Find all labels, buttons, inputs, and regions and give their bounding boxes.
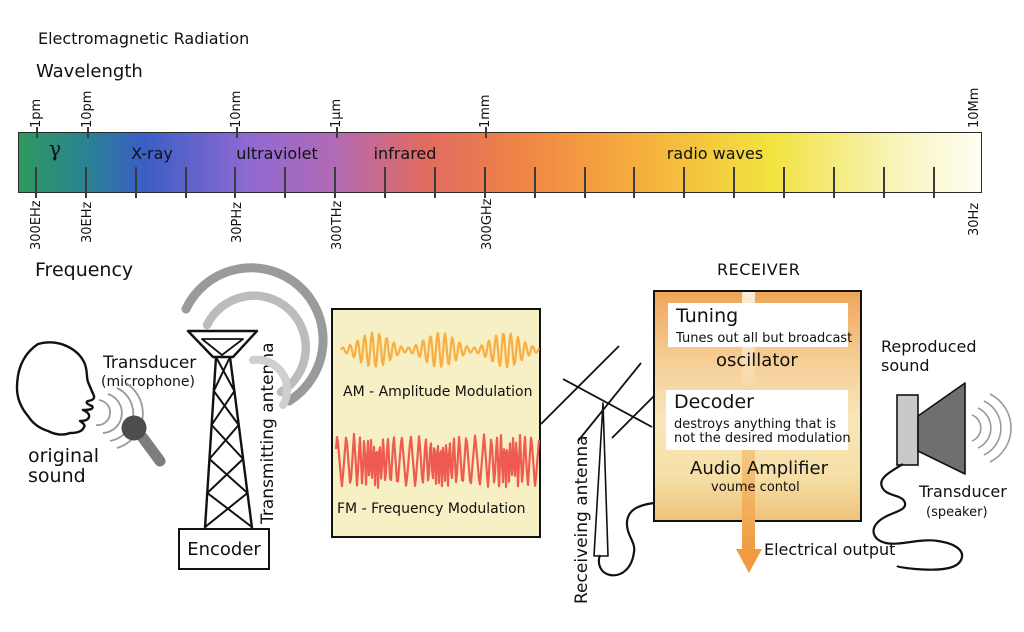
spectrum-tick <box>185 167 187 198</box>
antenna-cable <box>597 501 655 577</box>
original-sound-label: original sound <box>28 445 100 487</box>
transmit-wave-arc-middle <box>202 291 311 397</box>
spectrum-band-label: ultraviolet <box>236 144 318 163</box>
spectrum-tick <box>135 167 137 198</box>
speaker-cone <box>917 382 966 475</box>
speaker-arc-1 <box>971 414 982 442</box>
spectrum-tick <box>534 167 536 198</box>
microphone-head <box>121 415 147 441</box>
speaker-transducer-label: Transducer <box>919 482 1007 501</box>
frequency-tick-label: 30Hz <box>967 202 982 236</box>
encoder-box: Encoder <box>178 528 270 570</box>
wavelength-tick <box>485 127 487 138</box>
decoder-panel <box>666 390 848 450</box>
tower-lattice <box>204 356 253 528</box>
mic-transducer-label: Transducer <box>103 353 197 373</box>
signal-flow-arrow-head <box>736 549 762 573</box>
voice-arc-4 <box>116 382 144 449</box>
volume-control-label: voume contol <box>711 480 800 495</box>
tower-top-inner <box>201 338 244 356</box>
receiver-title: RECEIVER <box>717 260 801 279</box>
spectrum-bar <box>18 132 982 193</box>
wavelength-tick-label: 1mm <box>478 94 493 128</box>
oscillator-label: oscillator <box>716 350 798 371</box>
spectrum-tick <box>234 167 236 198</box>
wavelength-tick-label: 10Mm <box>967 87 982 128</box>
tuning-title: Tuning <box>676 305 739 327</box>
speaker-arc-2 <box>977 407 992 449</box>
voice-arc-2 <box>102 393 123 434</box>
spectrum-tick <box>783 167 785 198</box>
spectrum-tick <box>933 167 935 198</box>
spectrum-tick <box>334 167 336 198</box>
spectrum-tick <box>284 167 286 198</box>
frequency-tick-label: 300THz <box>330 200 345 250</box>
spectrum-band-label: radio waves <box>666 144 764 163</box>
antenna-mast <box>593 402 609 557</box>
spectrum-band-label: X-ray <box>131 144 173 163</box>
spectrum-band-label: infrared <box>373 144 437 163</box>
speaker-arc-4 <box>989 393 1012 463</box>
antenna-elements <box>540 345 655 442</box>
frequency-tick-label: 300GHz <box>480 198 495 251</box>
frequency-heading: Frequency <box>35 259 134 281</box>
am-modulation-label: AM - Amplitude Modulation <box>343 384 533 400</box>
spectrum-tick <box>384 167 386 198</box>
frequency-tick-label: 30EHz <box>80 201 95 243</box>
decoder-title: Decoder <box>674 391 754 413</box>
tower-legs <box>203 356 254 529</box>
transmit-wave-arc-outer <box>181 263 328 406</box>
spectrum-tick <box>733 167 735 198</box>
frequency-tick-label: 30PHz <box>230 202 245 243</box>
speaker-arc-3 <box>983 400 1002 456</box>
electrical-output-label: Electrical output <box>764 540 896 559</box>
frequency-tick-label: 300EHz <box>29 200 44 250</box>
audio-amplifier-label: Audio Amplifier <box>690 458 828 479</box>
spectrum-tick <box>434 167 436 198</box>
fm-modulation-label: FM - Frequency Modulation <box>337 501 526 517</box>
wavelength-tick-label: 10nm <box>229 90 244 128</box>
wavelength-heading: Wavelength <box>36 61 143 82</box>
microphone-handle <box>137 432 166 467</box>
voice-arc-3 <box>109 387 135 442</box>
spectrum-tick <box>833 167 835 198</box>
spectrum-tick <box>584 167 586 198</box>
spectrum-tick <box>683 167 685 198</box>
speaking-head <box>15 341 96 436</box>
wavelength-tick-label: 1μm <box>329 98 344 128</box>
spectrum-tick <box>85 167 87 198</box>
decoder-description: destroys anything that is not the desire… <box>674 417 851 446</box>
spectrum-tick <box>35 167 37 198</box>
voice-arc-1 <box>95 399 111 426</box>
wavelength-tick <box>87 127 89 138</box>
speaker-transducer-sublabel: (speaker) <box>926 505 988 520</box>
page-title: Electromagnetic Radiation <box>38 29 250 48</box>
spectrum-band-label: γ <box>48 137 62 161</box>
tuning-description: Tunes out all but broadcast <box>676 331 853 346</box>
reproduced-sound-label: Reproduced sound <box>881 337 977 375</box>
wavelength-tick-label: 10pm <box>80 90 95 128</box>
tower-top-funnel <box>186 329 259 359</box>
wavelength-tick <box>36 127 38 138</box>
tuning-panel <box>668 303 848 347</box>
wavelength-tick <box>236 127 238 138</box>
mic-transducer-sublabel: (microphone) <box>101 374 195 390</box>
spectrum-tick <box>633 167 635 198</box>
speaker-driver <box>896 394 919 466</box>
spectrum-tick <box>883 167 885 198</box>
spectrum-tick <box>484 167 486 198</box>
wavelength-tick-label: 1pm <box>29 98 44 128</box>
transmitting-antenna-label: Transmitting antenna <box>258 342 278 524</box>
receiving-antenna-label: Receiveing antenna <box>572 435 592 604</box>
wavelength-tick <box>336 127 338 138</box>
